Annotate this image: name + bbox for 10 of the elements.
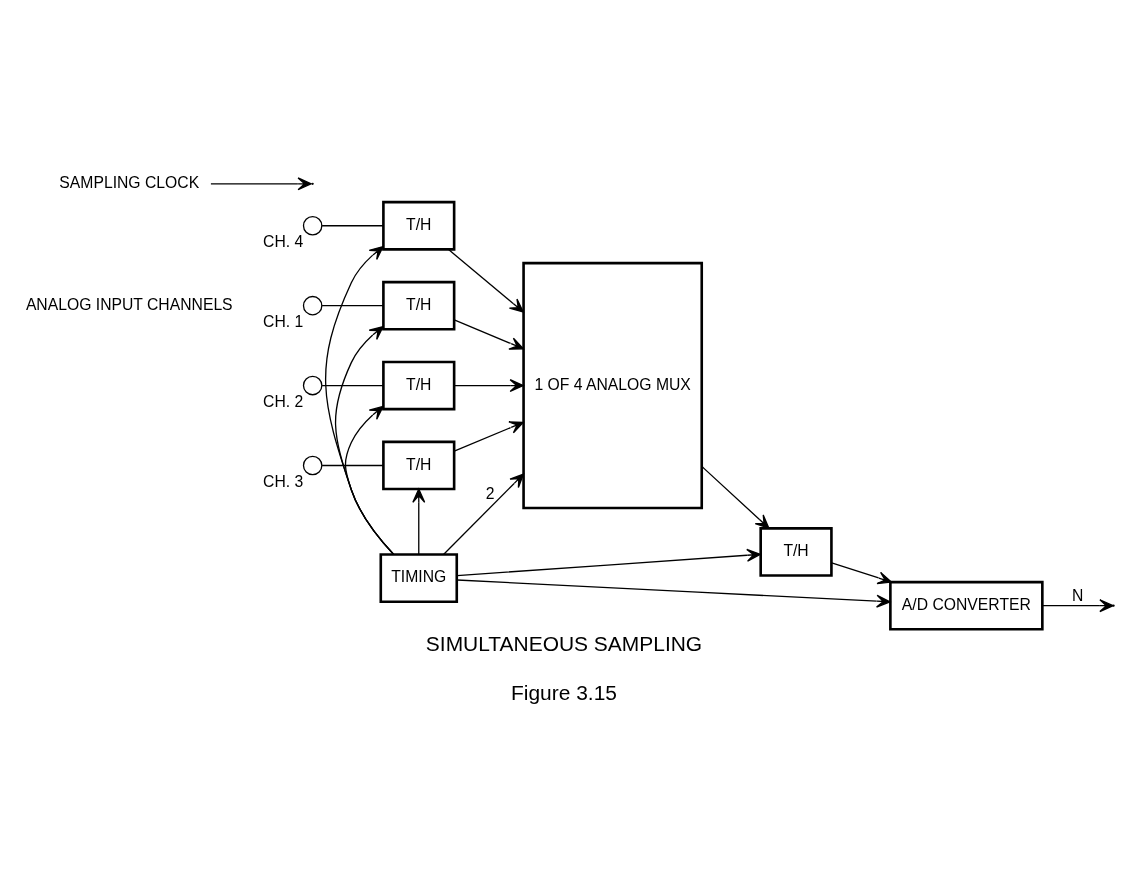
node-text: SAMPLING CLOCK — [59, 173, 200, 191]
diagram-title: SIMULTANEOUS SAMPLING — [425, 631, 703, 655]
node-label: CH. 2 — [263, 392, 304, 410]
node-label: CH. 3 — [263, 472, 304, 490]
node-label: CH. 1 — [263, 312, 304, 330]
edge-label: 2 — [485, 484, 495, 502]
label: ANALOG INPUT CHANNELS — [25, 295, 233, 313]
node-label: CH. 4 — [263, 232, 304, 250]
caption: Figure 3.15 — [511, 680, 617, 704]
edge-label: N — [1072, 586, 1084, 604]
